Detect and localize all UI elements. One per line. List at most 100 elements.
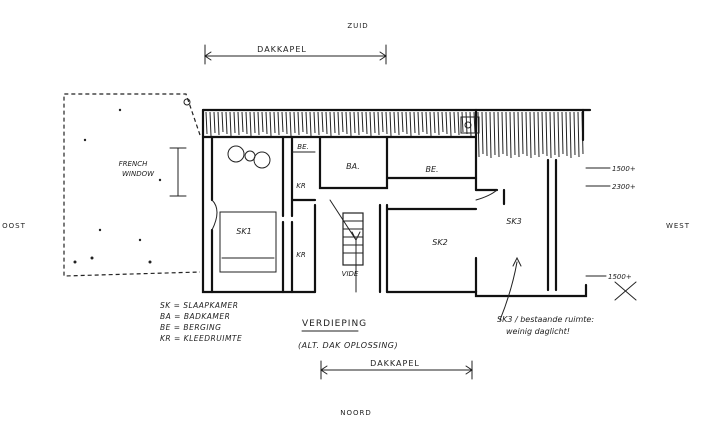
roof-hatch-stroke [237,111,240,136]
roof-hatch-stroke [449,111,452,137]
room-sk1: SK1 [236,227,251,236]
compass-south: ZUID [347,22,368,30]
roof-hatch-stroke [289,111,292,137]
room-kr-top: KR [296,182,306,190]
inner-walls [210,135,478,294]
roof-hatch-stroke [241,111,244,133]
roof-hatch-stroke [461,111,464,133]
roof-hatch-stroke [497,111,500,158]
roof-hatch-stroke [265,111,268,135]
roof-hatch-stroke [285,111,288,135]
roof-hatch-stroke [525,111,528,157]
room-be-large: BE. [425,165,438,174]
roof-hatch-stroke [573,111,576,156]
roof-hatch-stroke [529,111,532,159]
roof-hatch-stroke [225,111,228,135]
roof-hatch-stroke [493,111,496,156]
roof-hatch-stroke [397,111,400,136]
roof-hatch-stroke [317,111,320,136]
roof-hatch-stroke [389,111,392,137]
terrace-label-line2: WINDOW [122,170,155,178]
roof-hatch-stroke [549,111,552,159]
roof-hatch-stroke [553,111,556,156]
roof-hatch-stroke [229,111,232,137]
roof-hatch-stroke [345,111,348,135]
roof-hatch-stroke [361,111,364,133]
legend-line-1: SK = SLAAPKAMER [160,301,238,310]
roof-hatch-stroke [533,111,536,156]
roof-hatch-stroke [217,111,220,136]
roof-hatch-stroke [257,111,260,136]
compass-north: NOORD [340,409,372,417]
room-kr-bottom: KR [296,251,306,259]
roof-hatch-stroke [537,111,540,158]
roof-hatch-stroke [333,111,336,134]
roof-hatch-stroke [433,111,436,134]
legend-line-3: BE = BERGING [160,323,221,332]
furniture [211,116,637,321]
roof-hatch-stroke [489,111,492,159]
height-mark-3: 1500+ [608,273,632,281]
dormer-dimension-top [204,44,387,65]
roof-hatch-stroke [561,111,564,155]
roof-hatch-stroke [421,111,424,133]
plan-title: VERDIEPING [302,319,367,329]
roof-hatch-stroke [485,111,488,157]
roof-hatching [205,111,584,159]
roof-hatch-stroke [465,111,468,135]
plan-subtitle: (ALT. DAK OPLOSSING) [298,341,398,350]
roof-hatch-stroke [393,111,396,134]
roof-hatch-stroke [505,111,508,157]
roof-hatch-stroke [541,111,544,155]
roof-hatch-stroke [565,111,568,157]
roof-hatch-stroke [457,111,460,136]
roof-hatch-stroke [301,111,304,133]
dormer-label-bottom: DAKKAPEL [370,359,420,368]
roof-hatch-stroke [385,111,388,135]
room-sk3: SK3 [506,217,521,226]
roof-hatch-stroke [273,111,276,134]
roof-hatch-stroke [413,111,416,134]
roof-hatch-stroke [517,111,520,158]
roof-hatch-stroke [321,111,324,133]
roof-hatch-stroke [269,111,272,137]
outer-walls [201,108,592,298]
roof-hatch-stroke [577,111,580,158]
roof-hatch-stroke [369,111,372,137]
roof-hatch-stroke [209,111,212,137]
room-sk2: SK2 [432,238,447,247]
roof-hatch-stroke [357,111,360,136]
roof-hatch-stroke [477,111,480,158]
roof-hatch-stroke [429,111,432,137]
roof-hatch-stroke [365,111,368,135]
roof-hatch-stroke [221,111,224,133]
roof-hatch-stroke [409,111,412,137]
roof-hatch-stroke [405,111,408,135]
roof-hatch-stroke [313,111,316,134]
roof-hatch-stroke [401,111,404,133]
roof-hatch-stroke [253,111,256,134]
room-vide: VIDE [342,270,359,278]
roof-hatch-stroke [373,111,376,134]
roof-hatch-stroke [213,111,216,134]
roof-hatch-stroke [337,111,340,136]
roof-hatch-stroke [473,111,476,134]
roof-hatch-stroke [261,111,264,133]
roof-hatch-stroke [233,111,236,134]
room-ba: BA. [346,162,360,171]
roof-hatch-stroke [329,111,332,137]
note-line-2: weinig daglicht! [506,327,570,336]
roof-hatch-stroke [425,111,428,135]
height-marks [585,167,611,277]
roof-hatch-stroke [205,111,208,135]
roof-hatch-stroke [281,111,284,133]
roof-hatch-stroke [341,111,344,133]
compass-east: OOST [2,222,26,230]
roof-hatch-stroke [569,111,572,159]
roof-hatch-stroke [437,111,440,136]
height-mark-1: 1500+ [612,165,636,173]
roof-hatch-stroke [381,111,384,133]
roof-hatch-stroke [353,111,356,134]
roof-hatch-stroke [417,111,420,136]
